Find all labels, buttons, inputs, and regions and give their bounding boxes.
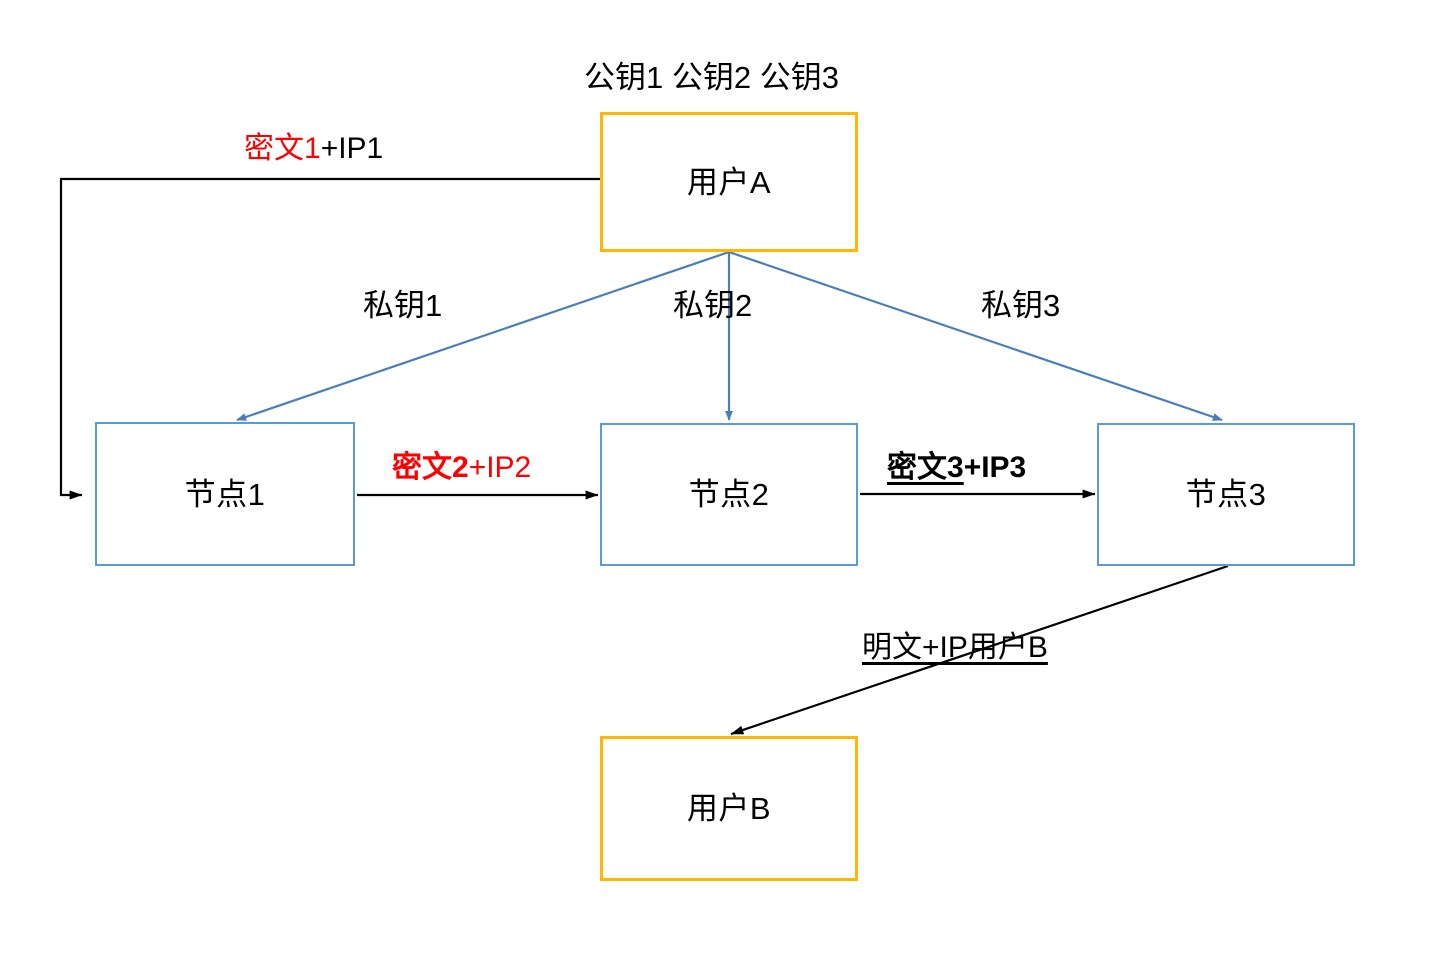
node-label-node-1: 节点1: [184, 476, 266, 512]
node-box-node-1[interactable]: 节点1: [95, 422, 355, 566]
edge-usera-to-node3: [728, 250, 1223, 422]
label-segment-1: +IP3: [963, 451, 1027, 484]
node-box-user-a[interactable]: 用户A: [600, 112, 858, 252]
edge-label-private-key-2: 私钥2: [673, 288, 753, 323]
label-segment-0: 明文+IP用户B: [862, 631, 1048, 664]
edge-label-ciphertext-2: 密文2+IP2: [392, 453, 531, 483]
node-label-node-2: 节点2: [688, 477, 770, 512]
label-segment-0: 密文2: [392, 451, 469, 484]
edge-label-plaintext-to-user-b: 明文+IP用户B: [862, 633, 1048, 663]
edge-label-ciphertext-3: 密文3+IP3: [887, 453, 1026, 483]
node-box-node-3[interactable]: 节点3: [1097, 423, 1355, 566]
label-segment-0: 密文1: [244, 132, 321, 165]
node-label-node-3: 节点3: [1185, 477, 1267, 512]
label-segment-0: 密文3: [887, 451, 964, 484]
label-segment-1: +IP2: [468, 451, 532, 484]
node-box-node-2[interactable]: 节点2: [600, 423, 858, 566]
edge-label-private-key-3: 私钥3: [981, 288, 1061, 323]
node-label-user-a: 用户A: [686, 164, 772, 200]
node-label-user-b: 用户B: [686, 791, 772, 826]
edge-label-private-key-1: 私钥1: [363, 288, 443, 323]
public-keys-label: 公钥1 公钥2 公钥3: [584, 60, 839, 95]
node-box-user-b[interactable]: 用户B: [600, 736, 858, 881]
edge-label-ciphertext-1: 密文1+IP1: [244, 134, 383, 164]
edge-usera-to-node1: [236, 250, 730, 422]
label-segment-1: +IP1: [320, 132, 384, 165]
